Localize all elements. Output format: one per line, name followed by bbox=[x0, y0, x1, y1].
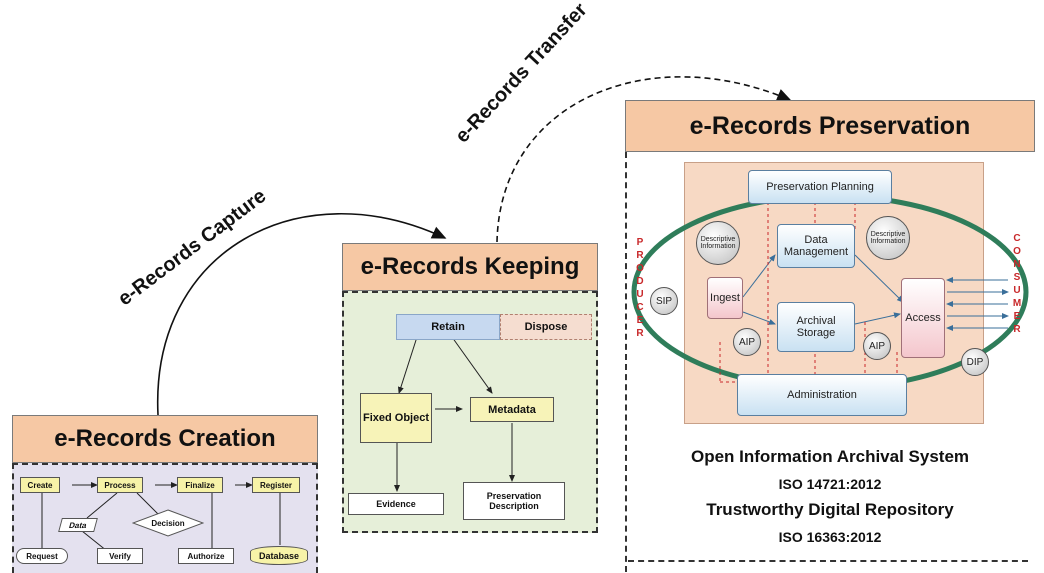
process-box: Process bbox=[97, 477, 143, 493]
preservation-bottom-rule bbox=[628, 560, 1028, 562]
finalize-box: Finalize bbox=[177, 477, 223, 493]
descriptive-info-right-circle: Descriptive Information bbox=[866, 216, 910, 260]
ingest-box: Ingest bbox=[707, 277, 743, 319]
archival-storage-box: Archival Storage bbox=[777, 302, 855, 352]
preservation-description-box: Preservation Description bbox=[463, 482, 565, 520]
keeping-flow-lines bbox=[394, 336, 515, 492]
caption-oais: Open Information Archival System bbox=[690, 447, 970, 466]
decision-diamond bbox=[132, 509, 204, 537]
capture-arc bbox=[157, 213, 447, 416]
sip-circle: SIP bbox=[650, 287, 678, 315]
preservation-planning-box: Preservation Planning bbox=[748, 170, 892, 204]
retain-box: Retain bbox=[396, 314, 500, 340]
dip-circle: DIP bbox=[961, 348, 989, 376]
aip-left-circle: AIP bbox=[733, 328, 761, 356]
decision-label: Decision bbox=[151, 518, 185, 528]
verify-box: Verify bbox=[97, 548, 143, 564]
data-management-box: Data Management bbox=[777, 224, 855, 268]
caption-iso-16363: ISO 16363:2012 bbox=[778, 529, 882, 545]
database-box: Database bbox=[250, 546, 308, 565]
consumer-label: CONSUMER bbox=[1012, 233, 1022, 335]
caption-tdr: Trustworthy Digital Repository bbox=[706, 500, 954, 519]
access-box: Access bbox=[901, 278, 945, 358]
data-box: Data bbox=[58, 518, 98, 532]
creation-title: e-Records Creation bbox=[12, 415, 318, 463]
fixed-object-box: Fixed Object bbox=[360, 393, 432, 443]
dispose-box: Dispose bbox=[500, 314, 592, 340]
keeping-title: e-Records Keeping bbox=[342, 243, 598, 291]
producer-label: PRODUCER bbox=[636, 237, 644, 339]
creation-flow-lines bbox=[41, 482, 281, 552]
authorize-box: Authorize bbox=[178, 548, 234, 564]
metadata-box: Metadata bbox=[470, 397, 554, 422]
create-box: Create bbox=[20, 477, 60, 493]
transfer-arc bbox=[496, 76, 792, 243]
register-box: Register bbox=[252, 477, 300, 493]
preservation-title: e-Records Preservation bbox=[625, 100, 1035, 152]
evidence-box: Evidence bbox=[348, 493, 444, 515]
descriptive-info-left-circle: Descriptive Information bbox=[696, 221, 740, 265]
aip-right-circle: AIP bbox=[863, 332, 891, 360]
caption-iso-14721: ISO 14721:2012 bbox=[778, 476, 882, 492]
administration-box: Administration bbox=[737, 374, 907, 416]
request-box: Request bbox=[16, 548, 68, 564]
preservation-panel bbox=[625, 152, 1035, 572]
